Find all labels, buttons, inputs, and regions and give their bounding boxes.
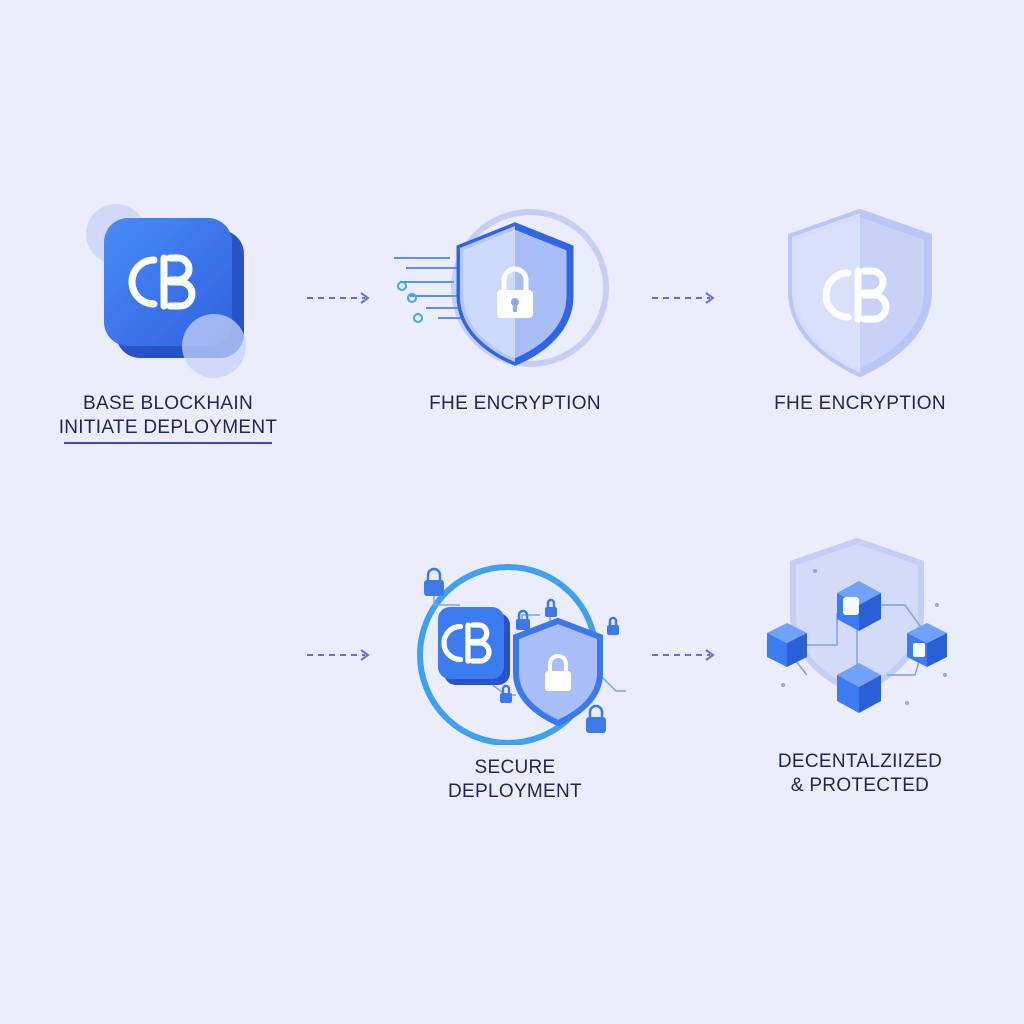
flow-arrow: [307, 292, 370, 304]
label-line: DEPLOYMENT: [448, 781, 582, 802]
secure-deployment-icon: [417, 564, 626, 745]
label-line: SECURE: [474, 757, 556, 778]
shield-lock-icon: [394, 209, 609, 367]
label-line: BASE BLOCKHAIN: [83, 393, 253, 414]
shield-logo-icon: [788, 208, 932, 378]
label-line: FHE ENCRYPTION: [429, 393, 601, 414]
node-label-base-blockchain: BASE BLOCKHAIN INITIATE DEPLOYMENT: [58, 392, 278, 440]
label-underline: [64, 442, 272, 444]
flow-arrow: [652, 649, 715, 661]
flow-arrow: [307, 649, 370, 661]
node-label-decentralized-protected: DECENTALZIIZED & PROTECTED: [740, 750, 980, 798]
node-label-secure-deployment: SECURE DEPLOYMENT: [400, 756, 630, 804]
node-label-fhe-encryption-1: FHE ENCRYPTION: [400, 392, 630, 416]
node-label-fhe-encryption-2: FHE ENCRYPTION: [745, 392, 975, 416]
flow-arrow: [652, 292, 715, 304]
label-line: INITIATE DEPLOYMENT: [58, 417, 278, 438]
label-line: & PROTECTED: [790, 775, 930, 796]
label-line: FHE ENCRYPTION: [774, 393, 946, 414]
network-shield-icon: [767, 537, 947, 713]
label-line: DECENTALZIIZED: [777, 751, 943, 772]
blockchain-logo-icon: [86, 204, 246, 378]
